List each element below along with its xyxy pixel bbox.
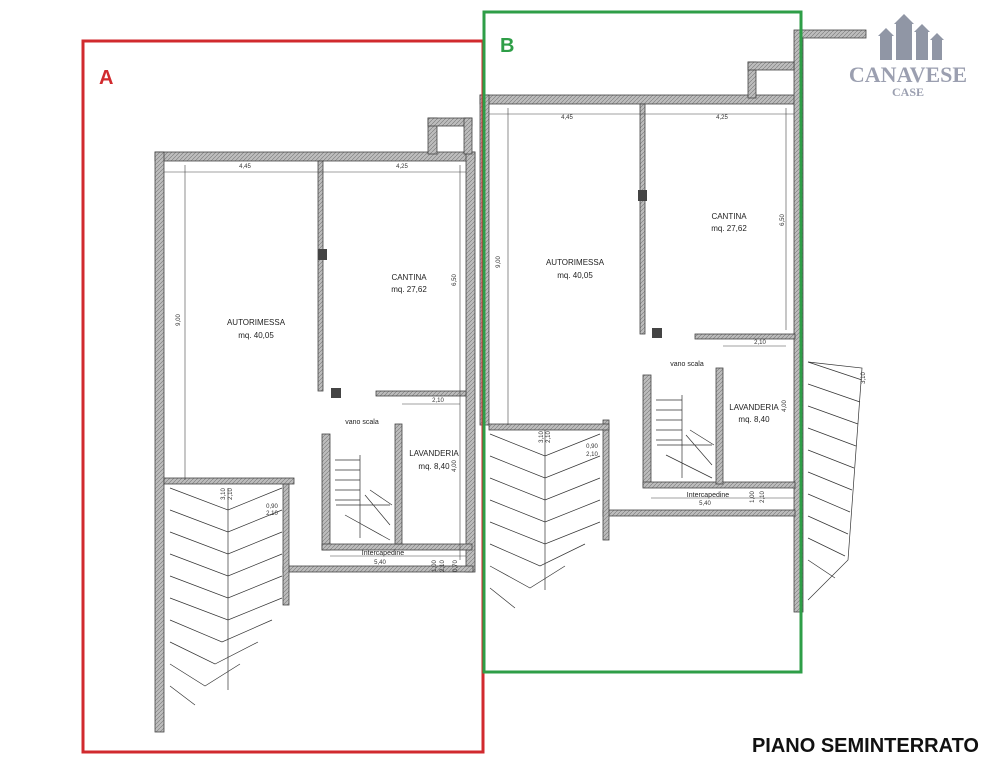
unit-b-dim-w1: 4,45	[561, 115, 573, 121]
unit-b-autorimessa-area: mq. 40,05	[557, 271, 593, 280]
unit-a-dim-h-right: 6,50	[452, 274, 458, 286]
unit-b-dim-540: 5,40	[699, 501, 711, 507]
unit-a-lavanderia-area: mq. 8,40	[418, 462, 450, 471]
unit-a-cantina-area: mq. 27,62	[391, 285, 427, 294]
unit-b-lavanderia-area: mq. 8,40	[738, 415, 770, 424]
unit-b-dim-400: 4,00	[782, 400, 788, 412]
pillar	[638, 190, 647, 201]
unit-b-dim-310-right: 3,10	[861, 372, 867, 384]
unit-a-dim-090: 0,90	[266, 504, 278, 510]
unit-b-stairs	[656, 395, 715, 479]
unit-a-autorimessa-area: mq. 40,05	[238, 331, 274, 340]
unit-b-dim-090: 0,90	[586, 444, 598, 450]
unit-b: AUTORIMESSA mq. 40,05 CANTINA mq. 27,62 …	[479, 29, 867, 613]
unit-b-ramp	[489, 430, 601, 609]
unit-a-dim-w1: 4,45	[239, 164, 251, 170]
unit-a-dim-w2: 4,25	[396, 164, 408, 170]
unit-a-frame	[81, 39, 485, 754]
unit-a-dim-h-left: 9,00	[176, 314, 182, 326]
unit-b-dim-h-left: 9,00	[496, 256, 502, 268]
unit-b-dim-210: 2,10	[754, 340, 766, 346]
unit-a-vano-scala: vano scala	[345, 419, 379, 426]
logo-brand: CANAVESE	[849, 62, 967, 87]
unit-b-cantina-area: mq. 27,62	[711, 224, 747, 233]
unit-b-dim-h-right: 6,50	[780, 214, 786, 226]
unit-a-dim-100: 1,00	[432, 560, 438, 572]
unit-a-letter: A	[99, 67, 113, 89]
unit-b-dimension-lines	[489, 108, 795, 499]
unit-b-dim-210c: 2,10	[586, 452, 598, 458]
unit-a-autorimessa-name: AUTORIMESSA	[227, 318, 286, 327]
unit-a-dim-070: 0,70	[453, 560, 459, 572]
pillar	[331, 388, 341, 398]
unit-a-dim-210: 2,10	[432, 398, 444, 404]
pillar	[652, 328, 662, 338]
unit-a-dim-400: 4,00	[452, 460, 458, 472]
unit-b-walls	[479, 29, 867, 613]
unit-b-autorimessa-name: AUTORIMESSA	[546, 258, 605, 267]
unit-a-dim-310: 3,10	[221, 488, 227, 500]
unit-b-cantina-name: CANTINA	[711, 212, 747, 221]
unit-b-intercapedine: Intercapedine	[687, 492, 730, 499]
unit-a-dimension-lines	[164, 165, 466, 560]
unit-b-dim-w2: 4,25	[716, 115, 728, 121]
unit-a-cantina-name: CANTINA	[391, 273, 427, 282]
unit-b-dim-210b: 2,10	[546, 431, 552, 443]
unit-b-dim-210d: 2,10	[760, 491, 766, 503]
unit-b-lavanderia-name: LAVANDERIA	[729, 403, 779, 412]
unit-a-dim-210c: 2,10	[266, 511, 278, 517]
canavese-case-logo: CANAVESE CASE	[849, 14, 967, 99]
unit-b-dim-310: 3,10	[539, 431, 545, 443]
unit-b-right-ramp	[807, 361, 863, 601]
plan-title: PIANO SEMINTERRATO	[752, 735, 979, 757]
unit-a-stairs	[335, 455, 393, 541]
unit-b-frame	[482, 10, 803, 674]
unit-a: AUTORIMESSA mq. 40,05 CANTINA mq. 27,62 …	[154, 117, 476, 733]
unit-b-letter: B	[500, 35, 514, 57]
unit-a-intercapedine: Intercapedine	[362, 550, 405, 557]
unit-a-dim-540: 5,40	[374, 560, 386, 566]
unit-a-lavanderia-name: LAVANDERIA	[409, 449, 459, 458]
unit-a-dim-210b: 2,10	[228, 488, 234, 500]
unit-a-walls	[154, 117, 476, 733]
unit-a-dim-210d: 2,10	[440, 560, 446, 572]
unit-a-ramp	[169, 487, 283, 706]
houses-icon	[878, 14, 944, 60]
unit-b-dim-100: 1,00	[750, 491, 756, 503]
logo-sub: CASE	[892, 85, 924, 99]
unit-b-vano-scala: vano scala	[670, 361, 704, 368]
pillar	[318, 249, 327, 260]
